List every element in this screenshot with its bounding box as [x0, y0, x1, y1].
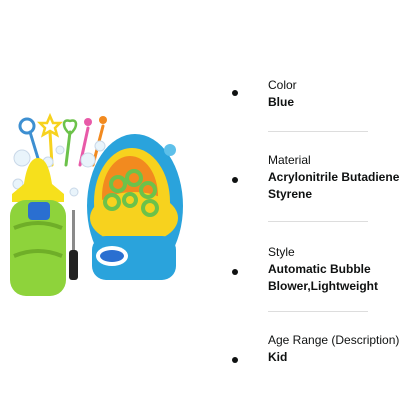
bullet-icon: [232, 269, 238, 275]
spec-value: Automatic Bubble Blower,Lightweight: [268, 262, 378, 293]
divider: [268, 221, 368, 222]
spec-value: Acrylonitrile Butadiene Styrene: [268, 170, 400, 201]
divider: [268, 131, 368, 132]
spec-item-style: Style Automatic Bubble Blower,Lightweigh…: [226, 222, 402, 312]
spec-value: Kid: [268, 350, 288, 364]
divider: [268, 311, 368, 312]
bullet-icon: [232, 90, 238, 96]
bubble-wand-wheel: [103, 169, 159, 217]
bubble-machine-product-image: [10, 112, 183, 296]
screwdriver: [69, 210, 78, 280]
bubble-machine: [87, 134, 183, 280]
spec-label: Age Range (Description): [268, 333, 400, 347]
spec-label: Color: [268, 78, 297, 92]
bullet-icon: [232, 177, 238, 183]
product-spec-list: Color Blue Material Acrylonitrile Butadi…: [226, 62, 402, 392]
bullet-icon: [232, 357, 238, 363]
bubble-solution-bottle: [10, 158, 66, 296]
spec-label: Material: [268, 153, 311, 167]
spec-item-material: Material Acrylonitrile Butadiene Styrene: [226, 132, 402, 222]
spec-label: Style: [268, 245, 295, 259]
spec-value: Blue: [268, 95, 295, 109]
spec-item-age-range: Age Range (Description) Kid: [226, 312, 402, 392]
spec-item-color: Color Blue: [226, 62, 402, 132]
